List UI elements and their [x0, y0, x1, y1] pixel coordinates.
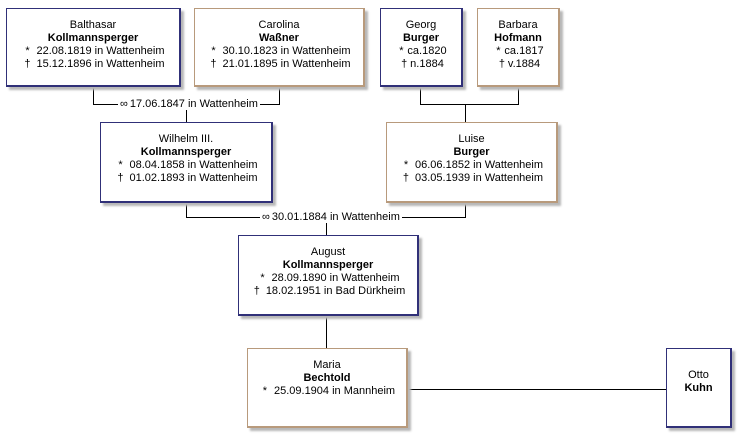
person-box-wilhelm[interactable]: Wilhelm III. Kollmannsperger * 08.04.185… — [100, 122, 273, 203]
person-box-maria[interactable]: Maria Bechtold * 25.09.1904 in Mannheim — [247, 348, 408, 428]
connector-line — [326, 217, 327, 235]
birth-icon: * — [403, 159, 409, 171]
connector-line — [420, 78, 421, 104]
connector-line — [408, 389, 666, 390]
marriage-icon: ∞ — [262, 211, 270, 223]
connector-line — [465, 203, 466, 218]
connector-line — [326, 304, 327, 348]
death-icon: † — [210, 58, 217, 70]
death-icon: † — [401, 58, 408, 70]
birth-icon: * — [399, 45, 404, 57]
birth-icon: * — [260, 272, 265, 284]
death-icon: † — [117, 172, 124, 184]
death-icon: † — [498, 58, 505, 70]
person-box-luise[interactable]: Luise Burger * 06.06.1852 in Wattenheim … — [386, 122, 558, 203]
connector-line — [186, 104, 187, 122]
person-box-barbara[interactable]: Barbara Hofmann *ca.1817 †v.1884 — [477, 8, 560, 87]
marriage-icon: ∞ — [120, 98, 128, 110]
birth-icon: * — [496, 45, 501, 57]
person-box-balthasar[interactable]: Balthasar Kollmannsperger * 22.08.1819 i… — [6, 8, 181, 87]
person-box-otto[interactable]: Otto Kuhn — [666, 348, 732, 428]
person-box-august[interactable]: August Kollmannsperger * 28.09.1890 in W… — [238, 235, 419, 316]
connector-line — [420, 104, 519, 105]
death-icon: † — [253, 285, 260, 297]
birth-icon: * — [118, 159, 123, 171]
marriage-label: ∞17.06.1847 in Wattenheim — [118, 98, 260, 110]
connector-line — [465, 104, 466, 122]
connector-line — [186, 203, 187, 218]
birth-icon: * — [25, 45, 30, 57]
death-icon: † — [402, 172, 410, 184]
birth-icon: * — [211, 45, 216, 57]
person-box-georg[interactable]: Georg Burger *ca.1820 †n.1884 — [380, 8, 463, 87]
death-icon: † — [24, 58, 31, 70]
connector-line — [518, 78, 519, 104]
person-box-carolina[interactable]: Carolina Waßner * 30.10.1823 in Wattenhe… — [194, 8, 365, 87]
marriage-label: ∞30.01.1884 in Wattenheim — [260, 211, 402, 223]
birth-icon: * — [262, 385, 268, 397]
